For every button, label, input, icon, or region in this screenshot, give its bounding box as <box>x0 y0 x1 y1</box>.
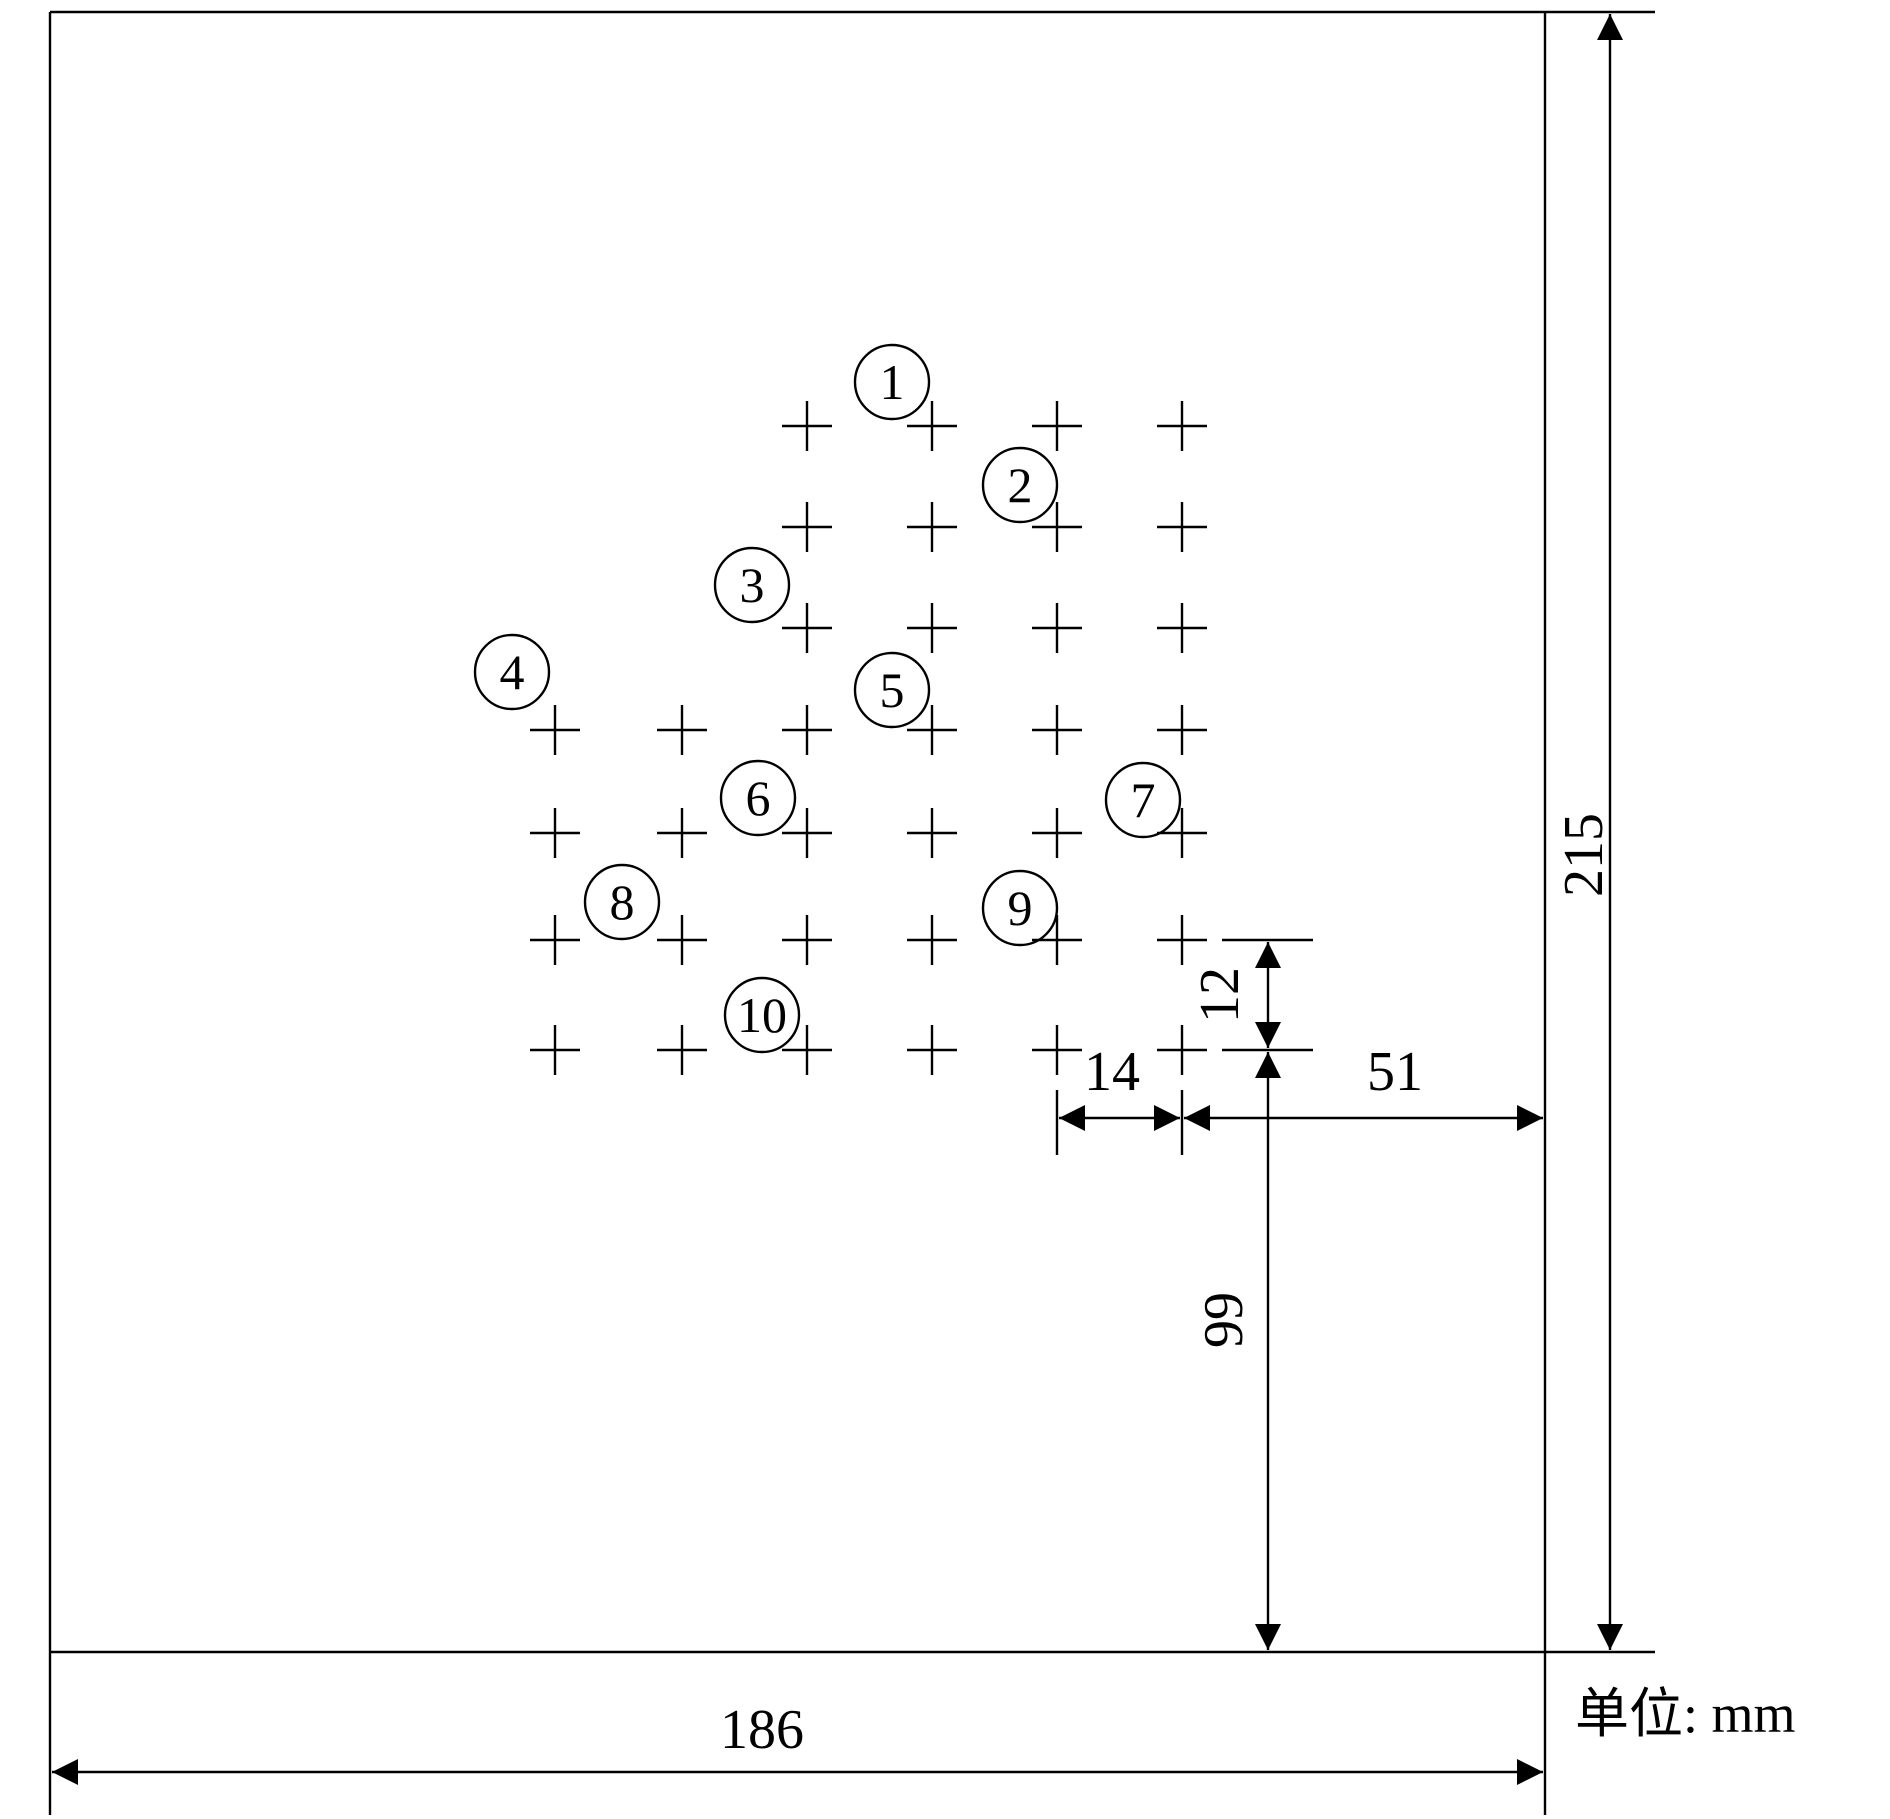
measurement-point-7: 7 <box>1104 761 1182 839</box>
measurement-point-6: 6 <box>719 759 797 837</box>
label-number: 10 <box>737 987 787 1043</box>
hole-marker <box>657 705 707 755</box>
right-offset-label: 51 <box>1367 1041 1423 1103</box>
height-dimension: 215 <box>1553 13 1623 1650</box>
hole-marker <box>782 502 832 552</box>
label-number: 4 <box>500 644 525 700</box>
width-dimension: 186 <box>52 1699 1543 1785</box>
measurement-point-2: 2 <box>981 446 1059 524</box>
hole-marker <box>657 808 707 858</box>
hole-marker <box>782 915 832 965</box>
right-offset-dimension: 51 <box>1184 1041 1543 1131</box>
hole-marker <box>530 915 580 965</box>
hole-marker <box>1032 808 1082 858</box>
label-circle <box>981 446 1059 524</box>
hole-marker <box>1157 603 1207 653</box>
label-circle <box>853 343 931 421</box>
hole-marker <box>782 808 832 858</box>
label-circle <box>713 546 791 624</box>
label-circle <box>583 863 661 941</box>
label-circle <box>853 651 931 729</box>
label-number: 5 <box>880 662 905 718</box>
hole-marker <box>1157 705 1207 755</box>
hole-marker <box>907 808 957 858</box>
hole-marker <box>1157 808 1207 858</box>
hole-marker <box>907 502 957 552</box>
label-number: 2 <box>1008 457 1033 513</box>
hole-marker <box>530 808 580 858</box>
hole-marker <box>530 705 580 755</box>
label-number: 7 <box>1131 772 1156 828</box>
label-circle <box>1104 761 1182 839</box>
measurement-point-5: 5 <box>853 651 931 729</box>
hole-marker <box>907 401 957 451</box>
column-spacing-label: 14 <box>1084 1041 1140 1103</box>
label-circle <box>473 633 551 711</box>
label-circle <box>981 869 1059 947</box>
hole-marker <box>1157 401 1207 451</box>
row-spacing-dimension: 12 <box>1189 942 1281 1048</box>
hole-marker <box>782 705 832 755</box>
hole-marker <box>907 915 957 965</box>
hole-marker <box>1157 1025 1207 1075</box>
label-number: 9 <box>1008 880 1033 936</box>
hole-marker <box>530 1025 580 1075</box>
label-number: 3 <box>740 557 765 613</box>
unit-label: 单位: mm <box>1575 1684 1796 1744</box>
hole-marker <box>782 1025 832 1075</box>
hole-marker <box>1032 1025 1082 1075</box>
extension-lines <box>1055 10 1655 1654</box>
hole-grid <box>530 401 1207 1075</box>
hole-marker <box>657 1025 707 1075</box>
measurement-point-4: 4 <box>473 633 551 711</box>
hole-marker <box>1032 502 1082 552</box>
hole-marker <box>1032 603 1082 653</box>
label-number: 6 <box>746 770 771 826</box>
height-dimension-label: 215 <box>1553 813 1615 897</box>
label-number: 1 <box>880 354 905 410</box>
hole-marker <box>657 915 707 965</box>
hole-marker <box>907 603 957 653</box>
measurement-point-1: 1 <box>853 343 931 421</box>
hole-marker <box>1157 915 1207 965</box>
bottom-offset-dimension: 99 <box>1193 1052 1281 1650</box>
hole-marker <box>1032 705 1082 755</box>
hole-marker <box>1157 502 1207 552</box>
point-labels: 1 2 3 4 5 6 7 8 9 10 <box>473 343 1182 1054</box>
label-circle <box>719 759 797 837</box>
measurement-point-9: 9 <box>981 869 1059 947</box>
measurement-point-8: 8 <box>583 863 661 941</box>
measurement-point-10: 10 <box>723 976 801 1054</box>
measurement-point-3: 3 <box>713 546 791 624</box>
label-circle <box>723 976 801 1054</box>
plate-outline <box>48 10 1547 1815</box>
hole-marker <box>907 705 957 755</box>
hole-marker <box>907 1025 957 1075</box>
hole-marker <box>1032 401 1082 451</box>
bottom-offset-label: 99 <box>1193 1292 1255 1348</box>
hole-marker <box>782 401 832 451</box>
label-number: 8 <box>610 874 635 930</box>
row-spacing-label: 12 <box>1189 967 1251 1023</box>
hole-marker <box>782 603 832 653</box>
width-dimension-label: 186 <box>720 1699 804 1761</box>
column-spacing-dimension: 14 <box>1059 1041 1180 1131</box>
